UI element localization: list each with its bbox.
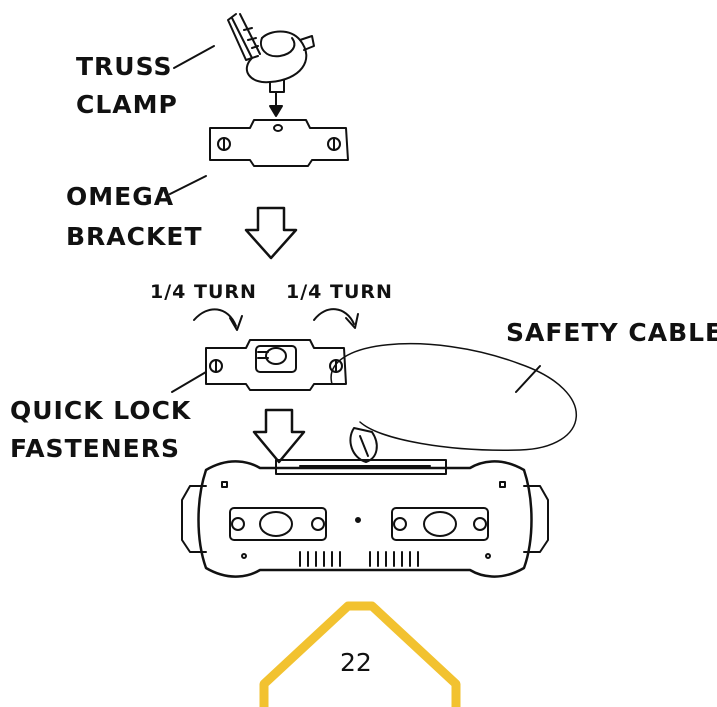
omega-bracket-drawing [209, 119, 349, 167]
truss-clamp-label-line1: TRUSS [76, 52, 173, 81]
omega-leader [169, 175, 207, 195]
fastener-leader [171, 371, 207, 393]
turn-arrow-right [313, 308, 355, 325]
omega-fastener-drawing [205, 339, 347, 391]
safety-cable-label: SAFETY CABLE [506, 318, 717, 347]
omega-bracket-label-line2: BRACKET [66, 222, 203, 251]
carabiner [349, 427, 378, 463]
truss-leader [173, 45, 215, 69]
safety-cable-loop [330, 343, 577, 451]
omega-bracket-label-line1: OMEGA [66, 182, 175, 211]
truss-clamp-label-line2: CLAMP [76, 90, 178, 119]
fixture-drawing [181, 459, 549, 578]
cable-leader [515, 365, 541, 393]
page-tab-outline [259, 601, 461, 707]
down-arrow-2 [252, 408, 306, 464]
quick-lock-label-line1: QUICK LOCK [10, 396, 192, 425]
turn-arrow-left [193, 308, 237, 327]
page-number: 22 [340, 648, 372, 677]
quick-lock-label-line2: FASTENERS [10, 434, 180, 463]
clamp-arrow-head [269, 105, 283, 117]
down-arrow-1 [244, 206, 298, 260]
truss-clamp-drawing [227, 13, 315, 93]
quarter-turn-right-label: 1/4 TURN [286, 281, 393, 303]
quarter-turn-left-label: 1/4 TURN [150, 281, 257, 303]
